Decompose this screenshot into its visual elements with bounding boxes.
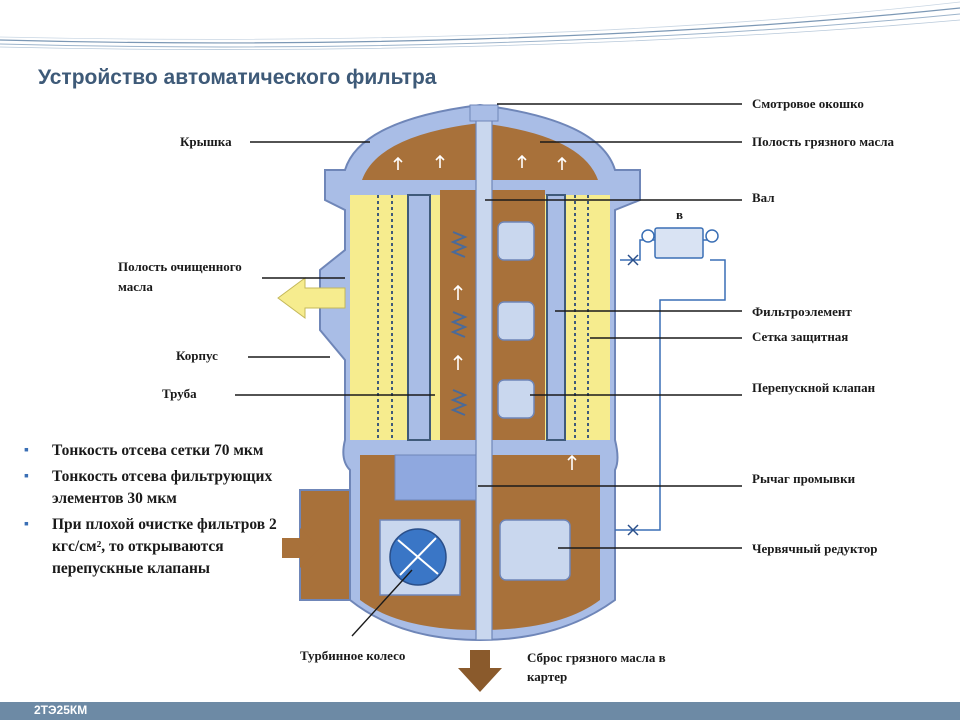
label-worm-gear: Червячный редуктор xyxy=(752,541,878,556)
control-line xyxy=(615,227,726,536)
label-bypass-valve: Перепускной клапан xyxy=(752,380,876,395)
label-clean-oil-cavity-1: Полость очищенного xyxy=(118,259,242,274)
central-shaft xyxy=(469,104,499,641)
note-text: Тонкость отсева сетки 70 мкм xyxy=(52,442,264,459)
label-pipe: Труба xyxy=(162,386,197,401)
springs xyxy=(450,231,468,416)
label-dirty-oil-drain-1: Сброс грязного масла в xyxy=(527,650,666,665)
label-turbine-wheel: Турбинное колесо xyxy=(300,648,406,663)
header-decoration xyxy=(0,1,960,50)
bullet-icon: ▪ xyxy=(24,517,29,532)
label-flush-lever: Рычаг промывки xyxy=(752,471,856,486)
label-dirty-oil-cavity: Полость грязного масла xyxy=(752,134,895,149)
label-viewing-window: Смотровое окошко xyxy=(752,96,864,111)
page-title: Устройство автоматического фильтра xyxy=(38,66,437,89)
label-shaft: Вал xyxy=(752,190,775,205)
bullet-icon: ▪ xyxy=(24,469,29,484)
flow-arrows xyxy=(393,154,577,470)
label-dirty-oil-drain-2: картер xyxy=(527,669,568,684)
label-protective-mesh: Сетка защитная xyxy=(752,329,849,344)
note-text: Тонкость отсева фильтрующих элементов 30… xyxy=(52,468,273,507)
notes-list: ▪ Тонкость отсева сетки 70 мкм ▪ Тонкость … xyxy=(22,440,282,584)
label-housing: Корпус xyxy=(176,348,218,363)
label-v-marker: в xyxy=(676,207,684,222)
bullet-icon: ▪ xyxy=(24,443,29,458)
label-clean-oil-cavity-2: масла xyxy=(118,279,153,294)
label-filter-element: Фильтроэлемент xyxy=(752,304,852,319)
note-text: При плохой очистке фильтров 2 кгс/см², т… xyxy=(52,516,277,577)
inlet-arrow xyxy=(282,528,320,568)
clean-oil-outlet-arrow xyxy=(277,277,346,319)
drain-arrow xyxy=(458,650,502,692)
footer-text: 2ТЭ25КМ xyxy=(34,703,88,717)
note-item: ▪ Тонкость отсева фильтрующих элементов 3… xyxy=(22,466,282,510)
label-cover: Крышка xyxy=(180,134,232,149)
bypass-valves xyxy=(497,221,535,419)
note-item: ▪ Тонкость отсева сетки 70 мкм xyxy=(22,440,282,462)
filter-elements xyxy=(377,194,589,441)
note-item: ▪ При плохой очистке фильтров 2 кгс/см², … xyxy=(22,514,282,580)
leader-lines xyxy=(235,103,742,637)
footer-bar: 2ТЭ25КМ xyxy=(0,702,960,720)
